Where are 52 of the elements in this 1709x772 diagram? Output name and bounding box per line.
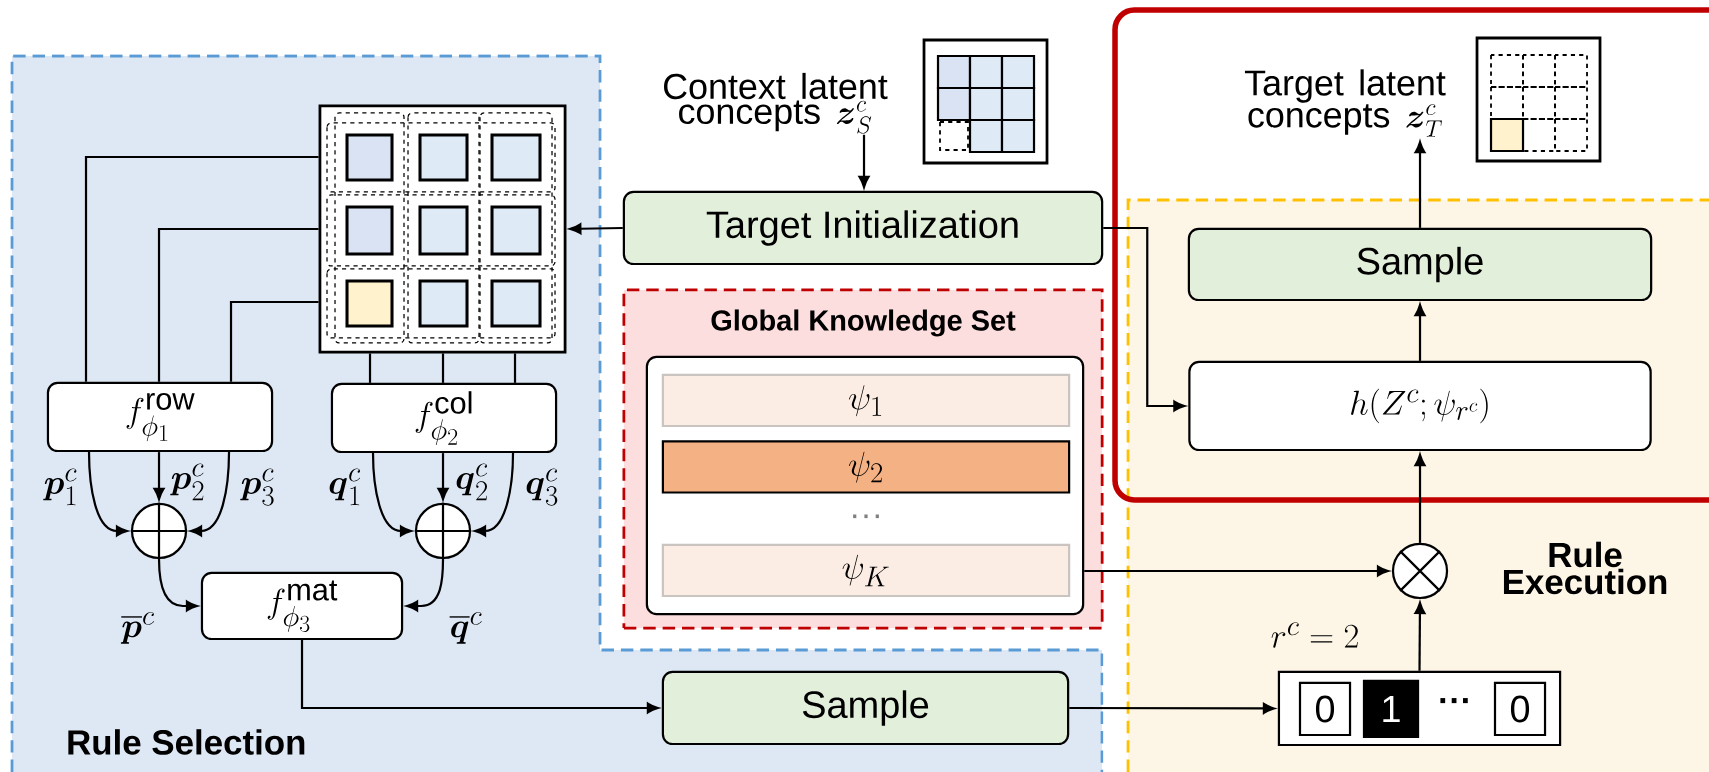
edge-label: $\boldsymbol{q}^{c}_{3}$	[523, 467, 561, 507]
vector-cell: 0	[1298, 681, 1352, 737]
edge-label: $\overline{\boldsymbol{q}}^{c}$	[448, 610, 484, 646]
process-box: Sample	[1187, 227, 1653, 302]
arrow	[858, 134, 870, 188]
latent-grid	[318, 104, 567, 354]
arrow	[153, 452, 165, 500]
vector-cell: 0	[1493, 681, 1547, 737]
arrow	[437, 453, 449, 500]
connector-line	[229, 300, 319, 382]
arrow	[87, 452, 128, 537]
function-box: $f^{\mathrm{mat}}_{\phi_3}$	[200, 571, 404, 641]
arrow	[300, 640, 659, 714]
process-box: Target Initialization	[622, 190, 1104, 266]
arrow	[1414, 454, 1426, 543]
arrow	[371, 453, 412, 537]
arrow	[474, 453, 515, 537]
arrow	[569, 223, 623, 235]
rule-bar: $\psi_2$	[661, 440, 1071, 494]
sum-circle	[413, 501, 473, 561]
rule-bar: $\psi_K$	[661, 543, 1071, 598]
sum-circle	[129, 501, 189, 561]
function-box: $h(Z^{c};\psi_{r^{c}})$	[1188, 360, 1652, 452]
function-box: $f^{\mathrm{row}}_{\phi_1}$	[46, 381, 274, 453]
arrow	[1084, 565, 1389, 577]
vector-cell: 1	[1362, 679, 1420, 739]
connector-line	[513, 353, 517, 383]
connector-line	[441, 353, 445, 383]
target-label: Target latent concepts $\boldsymbol{z}^{c}_{T}$	[1244, 69, 1446, 137]
arrow	[1414, 304, 1426, 361]
edge-label: $\boldsymbol{p}^{c}_{2}$	[169, 462, 207, 502]
ellipsis: ···	[1440, 698, 1468, 704]
edge-label: $\boldsymbol{p}^{c}_{1}$	[42, 467, 80, 507]
arrow	[190, 452, 231, 537]
arrow	[1103, 226, 1186, 412]
arrow	[406, 559, 445, 612]
ellipsis: ···	[853, 514, 879, 519]
connector-line	[84, 155, 319, 382]
connector-line	[368, 353, 372, 383]
function-box: $f^{\mathrm{col}}_{\phi_2}$	[330, 382, 558, 454]
context-label: Context latent concepts $\boldsymbol{z}^{c}_{S}$	[664, 72, 888, 134]
arrow	[1414, 141, 1426, 228]
rule-bar: $\psi_1$	[661, 373, 1071, 428]
arrow	[157, 559, 198, 612]
arrow	[1414, 602, 1426, 671]
connector-line	[157, 227, 319, 382]
product-circle	[1391, 542, 1449, 600]
edge-label: $r^{c} = 2$	[1269, 621, 1361, 649]
edge-label: $\boldsymbol{q}^{c}_{2}$	[453, 462, 491, 502]
edge-label: $\boldsymbol{p}^{c}_{3}$	[239, 467, 277, 507]
edge-label: $\boldsymbol{q}^{c}_{1}$	[326, 467, 364, 507]
process-box: Sample	[661, 670, 1070, 746]
